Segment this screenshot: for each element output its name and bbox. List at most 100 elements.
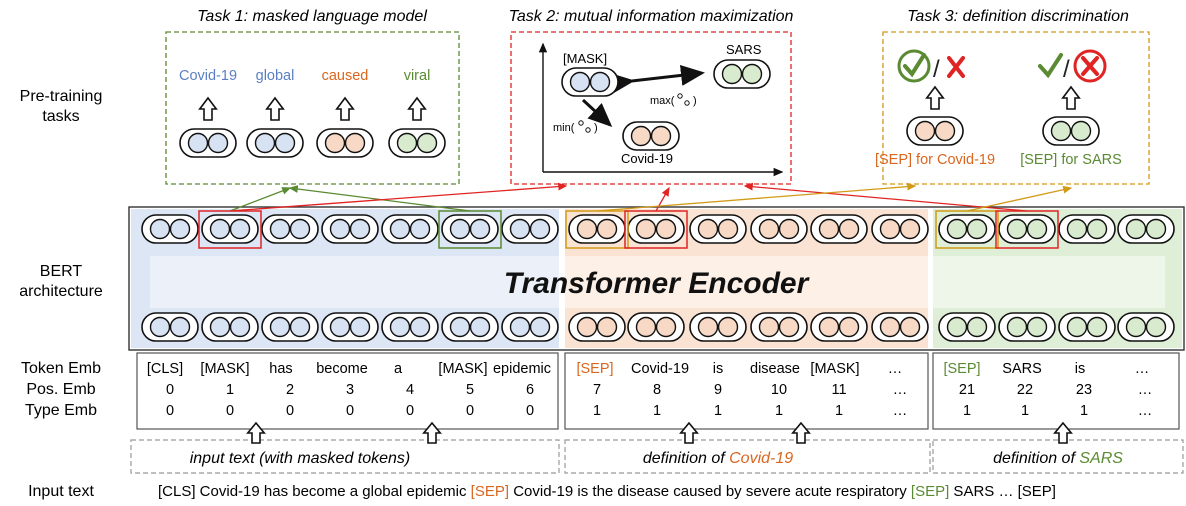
token-text: [MASK]: [200, 361, 249, 377]
position-text: 23: [1076, 382, 1092, 398]
cross-icon: [947, 56, 965, 78]
token-vector: [810, 214, 868, 244]
position-text: 4: [406, 382, 414, 398]
segment-footer-label: definition of Covid-19: [643, 450, 793, 467]
position-text: …: [893, 382, 908, 398]
token-vector: [627, 214, 685, 244]
pretraining-label-line2: tasks: [42, 108, 79, 125]
task3-arrow: [966, 185, 1073, 212]
embedding-segment-box: [564, 352, 929, 430]
pin-icon: [578, 120, 584, 126]
input-up-arrow-icon: [422, 421, 442, 444]
pin-icon: [585, 127, 591, 133]
token-vector: [998, 312, 1056, 342]
type-text: …: [1138, 403, 1153, 419]
type-text: 1: [835, 403, 843, 419]
token-vector: [750, 312, 808, 342]
check-icon: [1038, 53, 1063, 79]
token-text: has: [269, 361, 292, 377]
task1-token-vector: [316, 128, 374, 158]
token-text: [SEP]: [943, 361, 980, 377]
task3-label-covid: [SEP] for Covid-19: [875, 152, 995, 168]
token-vector: [1058, 312, 1116, 342]
task1-token-vector: [388, 128, 446, 158]
type-text: 1: [1021, 403, 1029, 419]
footer-highlight: SARS: [1079, 450, 1123, 467]
segment-footer-box: [564, 439, 931, 474]
task2-content: [MASK] SARS Covid-19 max( ) min( ): [538, 42, 784, 177]
input-up-arrow-icon: [1053, 421, 1073, 444]
task2-max-text: max(: [650, 95, 675, 107]
task2-covid-vector: [622, 121, 680, 151]
input-up-arrow-icon: [246, 421, 266, 444]
token-text: …: [888, 361, 903, 377]
token-vector: [871, 214, 929, 244]
task3-title: Task 3: definition discrimination: [907, 8, 1129, 25]
input-sep2: [SEP]: [911, 483, 949, 500]
position-text: 22: [1017, 382, 1033, 398]
position-text: 5: [466, 382, 474, 398]
task2-max-close: ): [693, 95, 697, 107]
type-text: 0: [166, 403, 174, 419]
token-text: SARS: [1002, 361, 1042, 377]
task2-min-arrow: [581, 98, 613, 128]
token-vector: [871, 312, 929, 342]
task1-word: global: [256, 68, 295, 84]
type-text: 1: [593, 403, 601, 419]
position-text: 6: [526, 382, 534, 398]
token-vector: [141, 214, 199, 244]
encoder-label: Transformer Encoder: [504, 267, 811, 300]
token-vector: [321, 312, 379, 342]
token-text: [MASK]: [810, 361, 859, 377]
type-text: …: [893, 403, 908, 419]
token-text: disease: [750, 361, 800, 377]
type-text: 0: [466, 403, 474, 419]
token-text: …: [1135, 361, 1150, 377]
up-arrow-icon: [265, 96, 285, 121]
segment-footer-label: definition of SARS: [993, 450, 1123, 467]
footer-highlight: Covid-19: [729, 450, 793, 467]
bert-label-line2: architecture: [19, 283, 103, 300]
token-vector: [938, 312, 996, 342]
task2-sars-vector: [713, 59, 771, 89]
embedding-segment-box: [932, 352, 1180, 430]
input-part1: [CLS] Covid-19 has become a global epide…: [158, 483, 471, 500]
task1-box: [165, 31, 460, 185]
token-vector: [201, 312, 259, 342]
token-vector: [750, 214, 808, 244]
token-vector: [1117, 312, 1175, 342]
pin-icon: [684, 100, 690, 106]
position-text: 2: [286, 382, 294, 398]
task2-min-close: ): [594, 122, 598, 134]
token-vector: [501, 214, 559, 244]
token-vector: [689, 312, 747, 342]
token-vector: [998, 214, 1056, 244]
pretraining-label-line1: Pre-training: [20, 88, 103, 105]
token-text: [CLS]: [147, 361, 183, 377]
up-arrow-icon: [335, 96, 355, 121]
type-text: 1: [653, 403, 661, 419]
token-vector: [381, 214, 439, 244]
segment-footers: input text (with masked tokens)definitio…: [130, 421, 1184, 474]
type-text: 1: [1080, 403, 1088, 419]
task1-token-vector: [246, 128, 304, 158]
token-vector: [1117, 214, 1175, 244]
task2-mask-label: [MASK]: [563, 51, 607, 66]
task2-sars-label: SARS: [726, 42, 762, 57]
type-text: 0: [226, 403, 234, 419]
bert-label-line1: BERT: [40, 263, 83, 280]
up-arrow-icon: [1061, 85, 1081, 110]
task2-arrow: [229, 182, 568, 212]
token-text: Covid-19: [631, 361, 689, 377]
task1-title: Task 1: masked language model: [197, 8, 427, 25]
token-vector: [141, 312, 199, 342]
type-text: 0: [406, 403, 414, 419]
type-text: 0: [526, 403, 534, 419]
task2-min-text: min(: [553, 122, 575, 134]
task1-word: viral: [404, 68, 431, 84]
embedding-segment-box: [136, 352, 559, 430]
task3-covid-vector: [906, 116, 964, 146]
task2-min-formula: min( ): [553, 120, 598, 134]
token-vector: [441, 214, 499, 244]
